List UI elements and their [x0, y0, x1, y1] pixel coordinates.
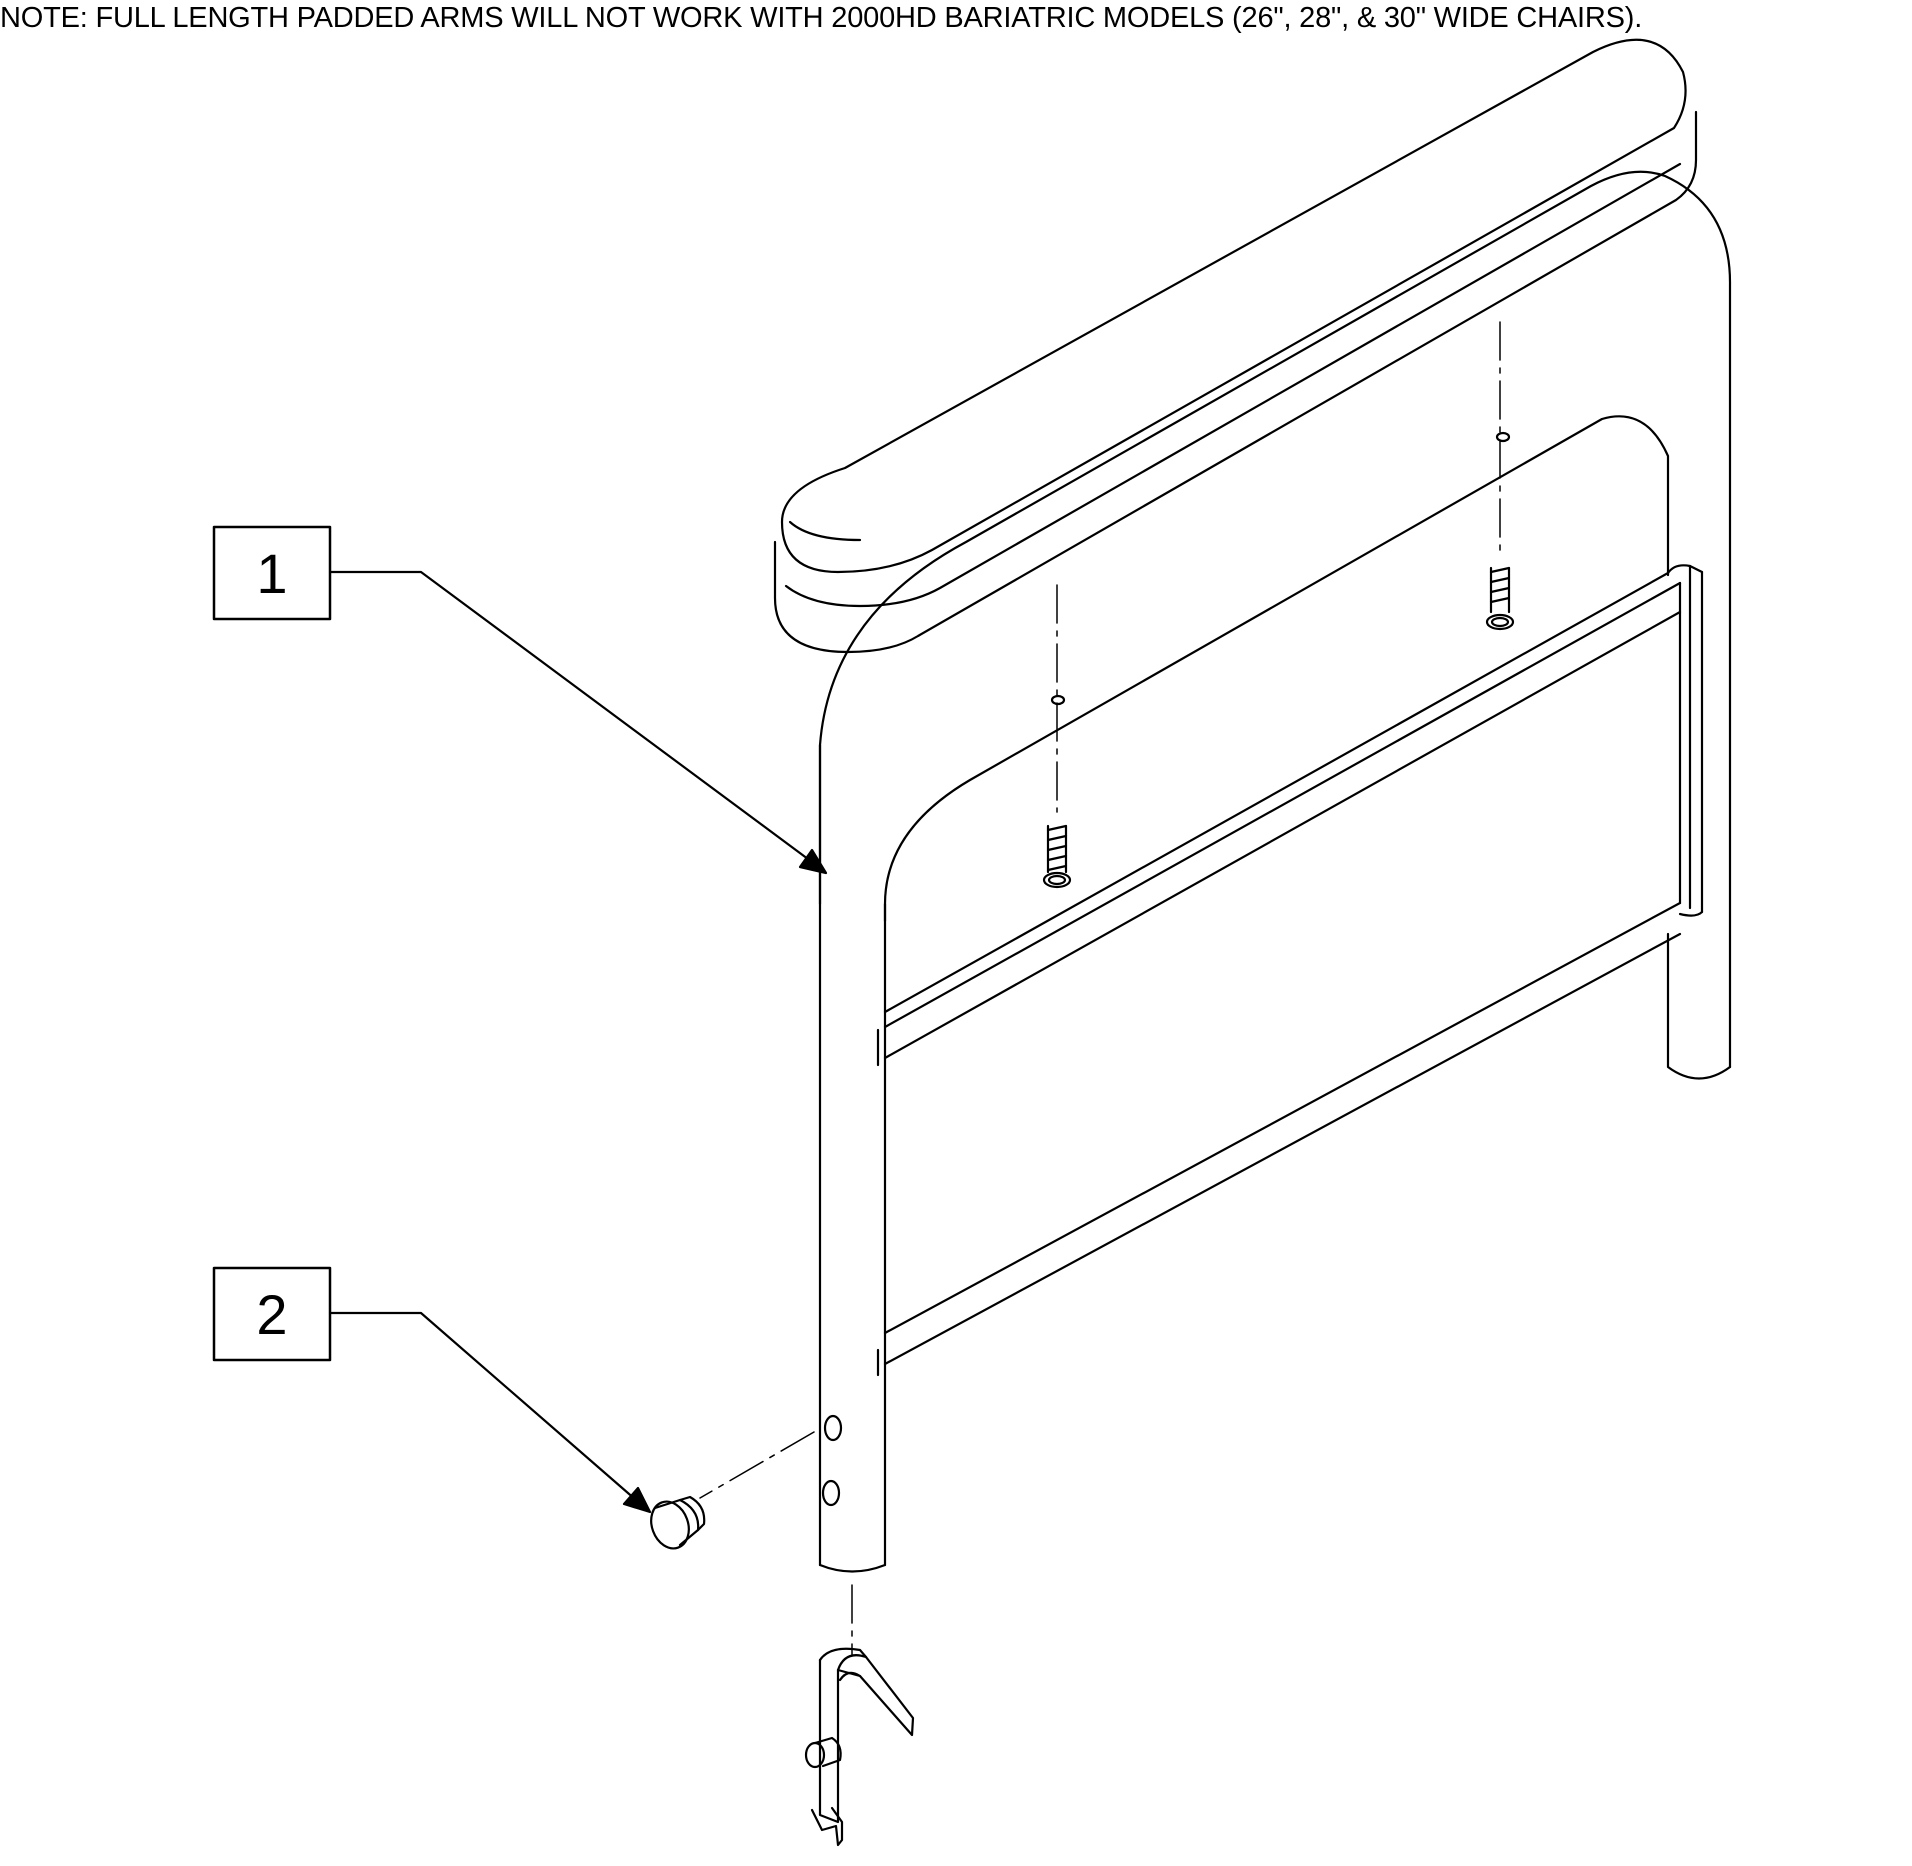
- arm-plug: [650, 1495, 706, 1550]
- assembly-center-lines: [699, 321, 1501, 1656]
- screw-right: [1485, 566, 1515, 631]
- diagram-note: NOTE: FULL LENGTH PADDED ARMS WILL NOT W…: [0, 2, 1643, 34]
- callout-1-number: 1: [256, 542, 287, 605]
- screw-left: [1042, 824, 1072, 889]
- callout-2: 2: [212, 1266, 652, 1514]
- arm-lock-clip: [804, 1647, 915, 1847]
- callout-2-number: 2: [256, 1283, 287, 1346]
- arm-frame: [818, 170, 1732, 1573]
- callout-1: 1: [212, 525, 828, 875]
- arm-pad: [773, 38, 1698, 654]
